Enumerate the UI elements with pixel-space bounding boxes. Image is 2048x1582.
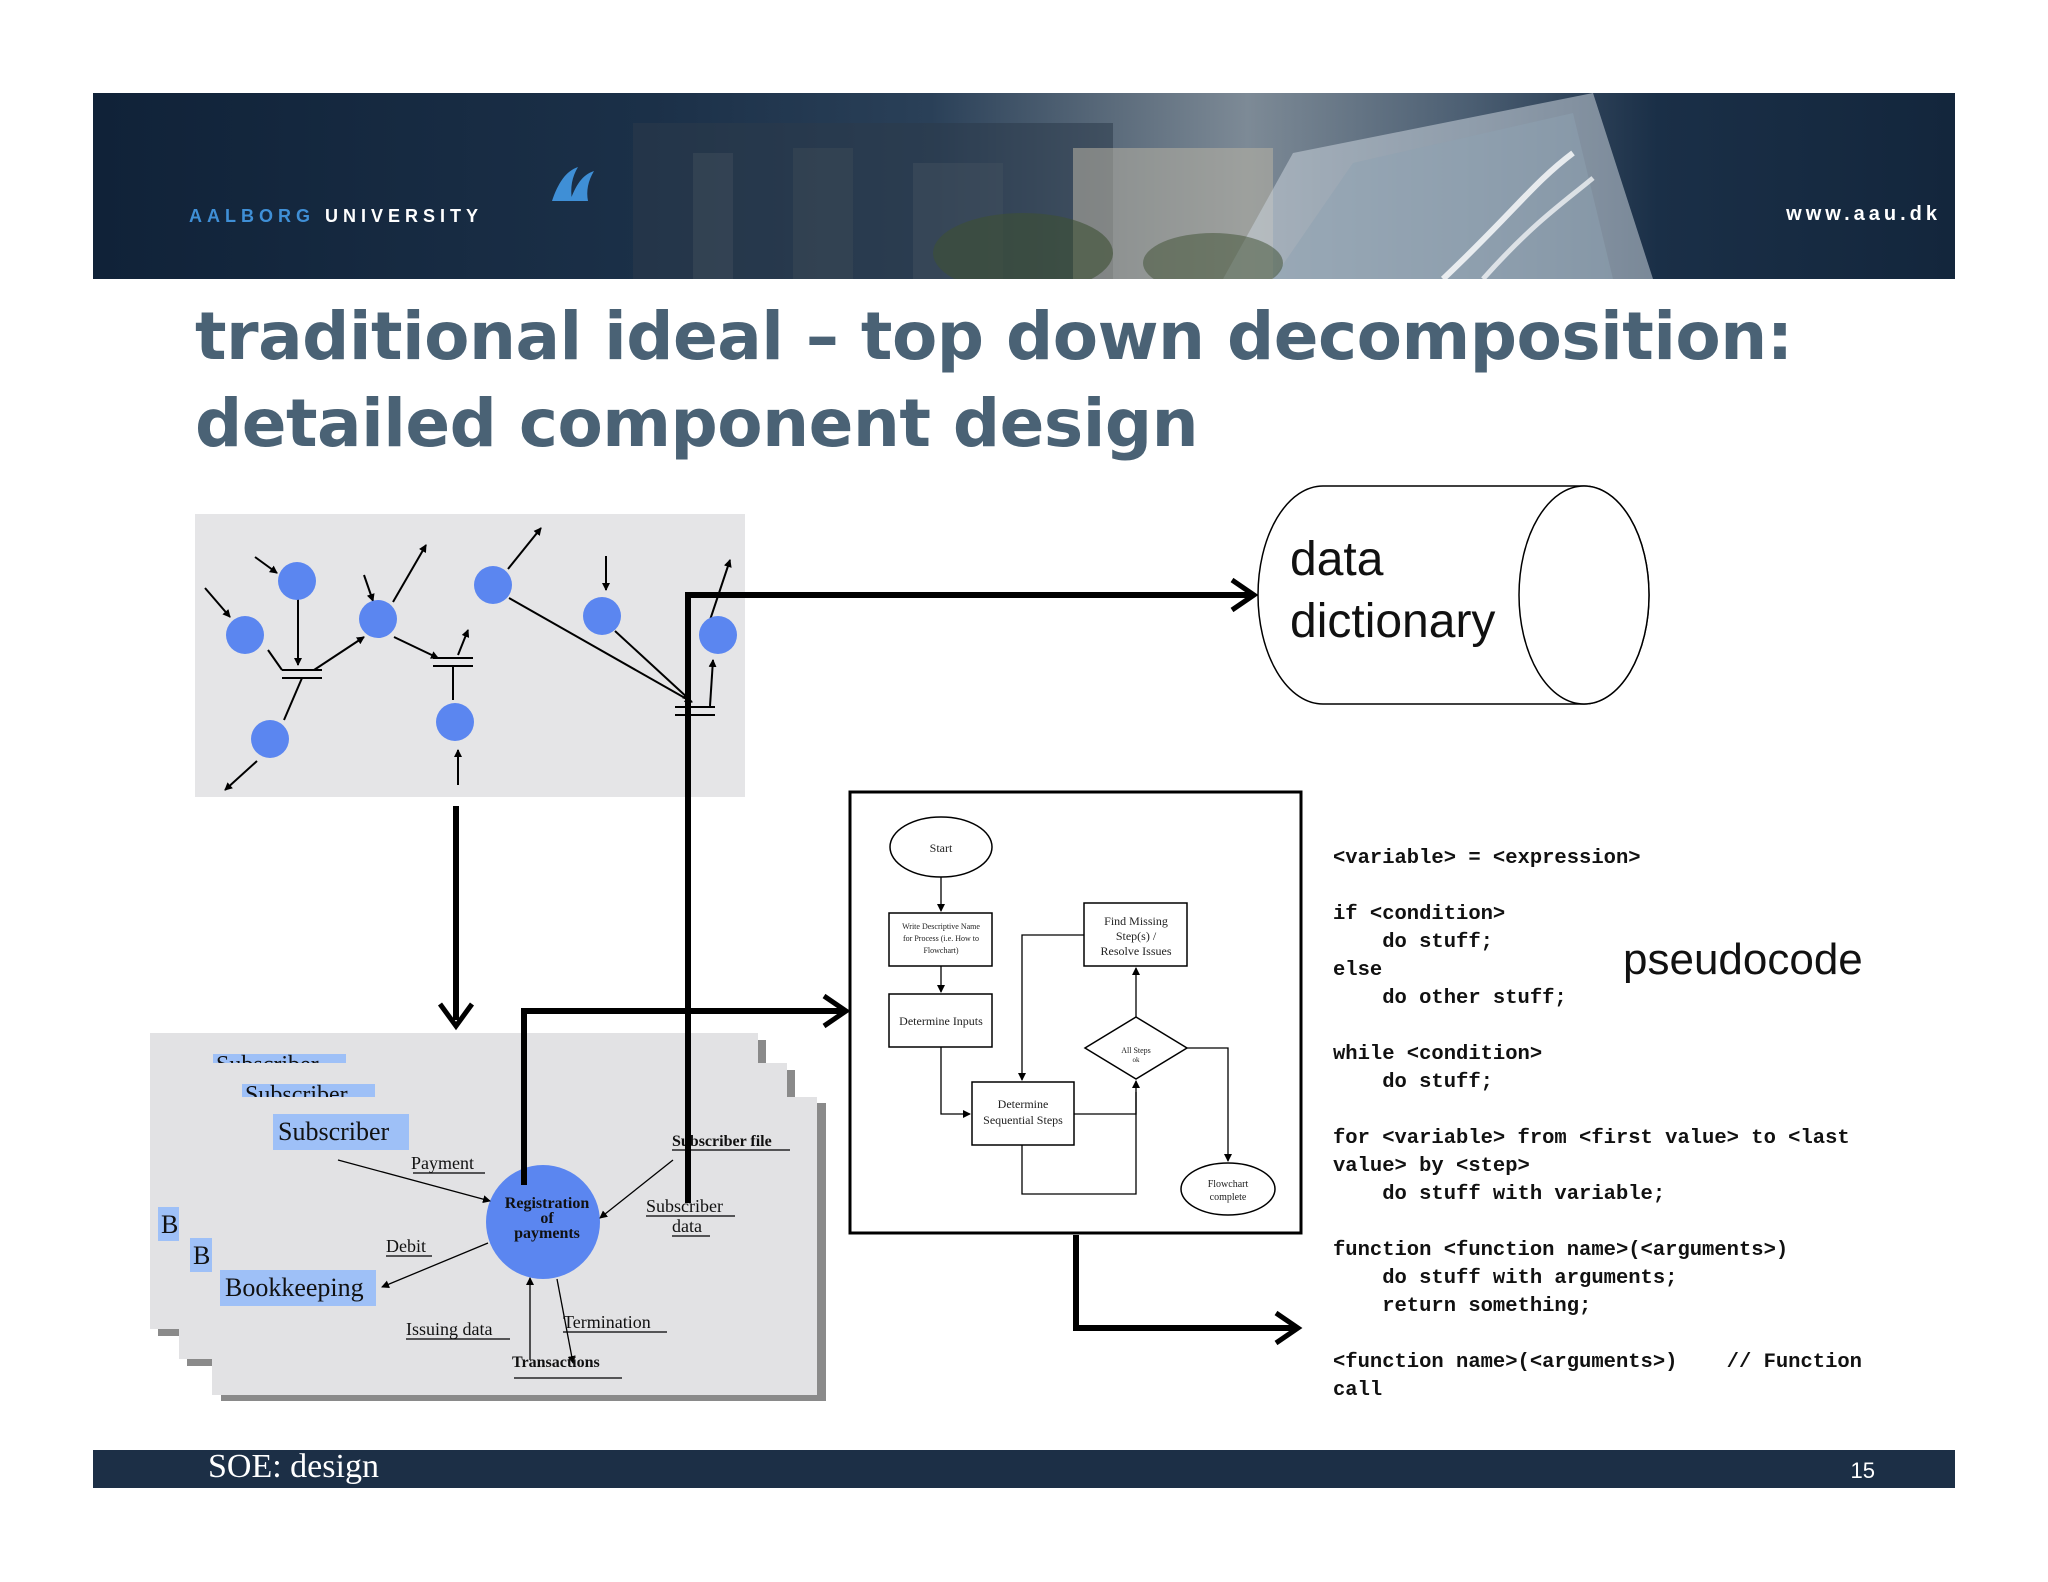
flow-determine-inputs: Determine Inputs	[899, 1014, 983, 1028]
flow-subscriber-data-line1: Subscriber	[646, 1196, 723, 1216]
store-subscriber-file: Subscriber file	[672, 1133, 772, 1150]
arrow-to-flowchart	[521, 1008, 843, 1185]
flow-all-steps-line2: ok	[1133, 1056, 1141, 1064]
flow-find-line2: Step(s) /	[1116, 929, 1157, 943]
flow-write-line3: Flowchart)	[923, 946, 958, 955]
data-flow-diagram: Subscriber B Subscriber B Subscriber Boo…	[150, 1033, 826, 1401]
flow-write-line1: Write Descriptive Name	[902, 922, 980, 931]
arrow-to-dfd-head	[437, 1002, 475, 1031]
back-left-label-1: B	[161, 1210, 178, 1239]
process-label-line2: of	[540, 1210, 554, 1227]
flow-payment: Payment	[411, 1153, 474, 1173]
university-url: www.aau.dk	[1786, 203, 1941, 225]
process-label-line3: payments	[514, 1225, 580, 1242]
footer-bar: SOE: design 15	[93, 1448, 1955, 1488]
flow-complete-line2: complete	[1210, 1192, 1247, 1203]
university-name-part2: UNIVERSITY	[325, 206, 484, 226]
flow-write-line2: for Process (i.e. How to	[903, 934, 979, 943]
university-name-part1: AALBORG	[189, 206, 315, 226]
structure-chart-panel	[195, 514, 745, 797]
arrow-to-pseudocode	[1073, 1235, 1294, 1331]
footer-text: SOE: design	[208, 1448, 379, 1485]
back-left-label-2: B	[193, 1241, 210, 1270]
data-dictionary-cylinder: data dictionary	[1257, 485, 1650, 705]
university-name: AALBORG UNIVERSITY	[189, 206, 483, 227]
slide-title-line2: detailed component design	[195, 385, 1199, 462]
flow-termination: Termination	[563, 1312, 651, 1332]
arrow-to-pseudocode-head	[1274, 1310, 1303, 1346]
subscriber-entity: Subscriber	[278, 1117, 390, 1146]
store-transactions: Transactions	[512, 1354, 600, 1371]
pseudocode-block: <variable> = <expression> if <condition>…	[1333, 847, 1862, 1402]
flow-subscriber-data-line2: data	[672, 1216, 702, 1236]
connector-arrows	[437, 577, 1303, 1346]
page-number: 15	[1850, 1458, 1875, 1483]
flow-determine-seq-line2: Sequential Steps	[983, 1113, 1063, 1127]
flow-find-line1: Find Missing	[1104, 914, 1168, 928]
flow-start: Start	[930, 841, 953, 855]
flow-debit: Debit	[386, 1236, 426, 1256]
aau-logo-icon	[552, 167, 594, 201]
data-dictionary-label-line1: data	[1290, 533, 1384, 586]
arrow-to-data-dictionary-head	[1230, 577, 1259, 613]
pseudocode-label: pseudocode	[1623, 935, 1863, 984]
campus-photo	[633, 93, 1653, 279]
flow-determine-seq-line1: Determine	[998, 1097, 1049, 1111]
flowchart-panel: Start Write Descriptive Name for Process…	[848, 790, 1303, 1235]
arrow-to-flowchart-head	[822, 993, 851, 1029]
bookkeeping-entity: Bookkeeping	[225, 1273, 364, 1302]
process-label-line1: Registration	[505, 1195, 590, 1212]
flow-complete-line1: Flowchart	[1208, 1179, 1249, 1190]
data-dictionary-label-line2: dictionary	[1290, 595, 1495, 648]
header-banner: AALBORG UNIVERSITY www.aau.dk	[93, 93, 1955, 279]
flow-all-steps-line1: All Steps	[1121, 1046, 1151, 1055]
flow-find-line3: Resolve Issues	[1101, 944, 1172, 958]
slide-title-line1: traditional ideal – top down decompositi…	[195, 298, 1793, 375]
flow-issuing-data: Issuing data	[406, 1319, 492, 1339]
arrow-to-data-dictionary	[685, 592, 1250, 1203]
